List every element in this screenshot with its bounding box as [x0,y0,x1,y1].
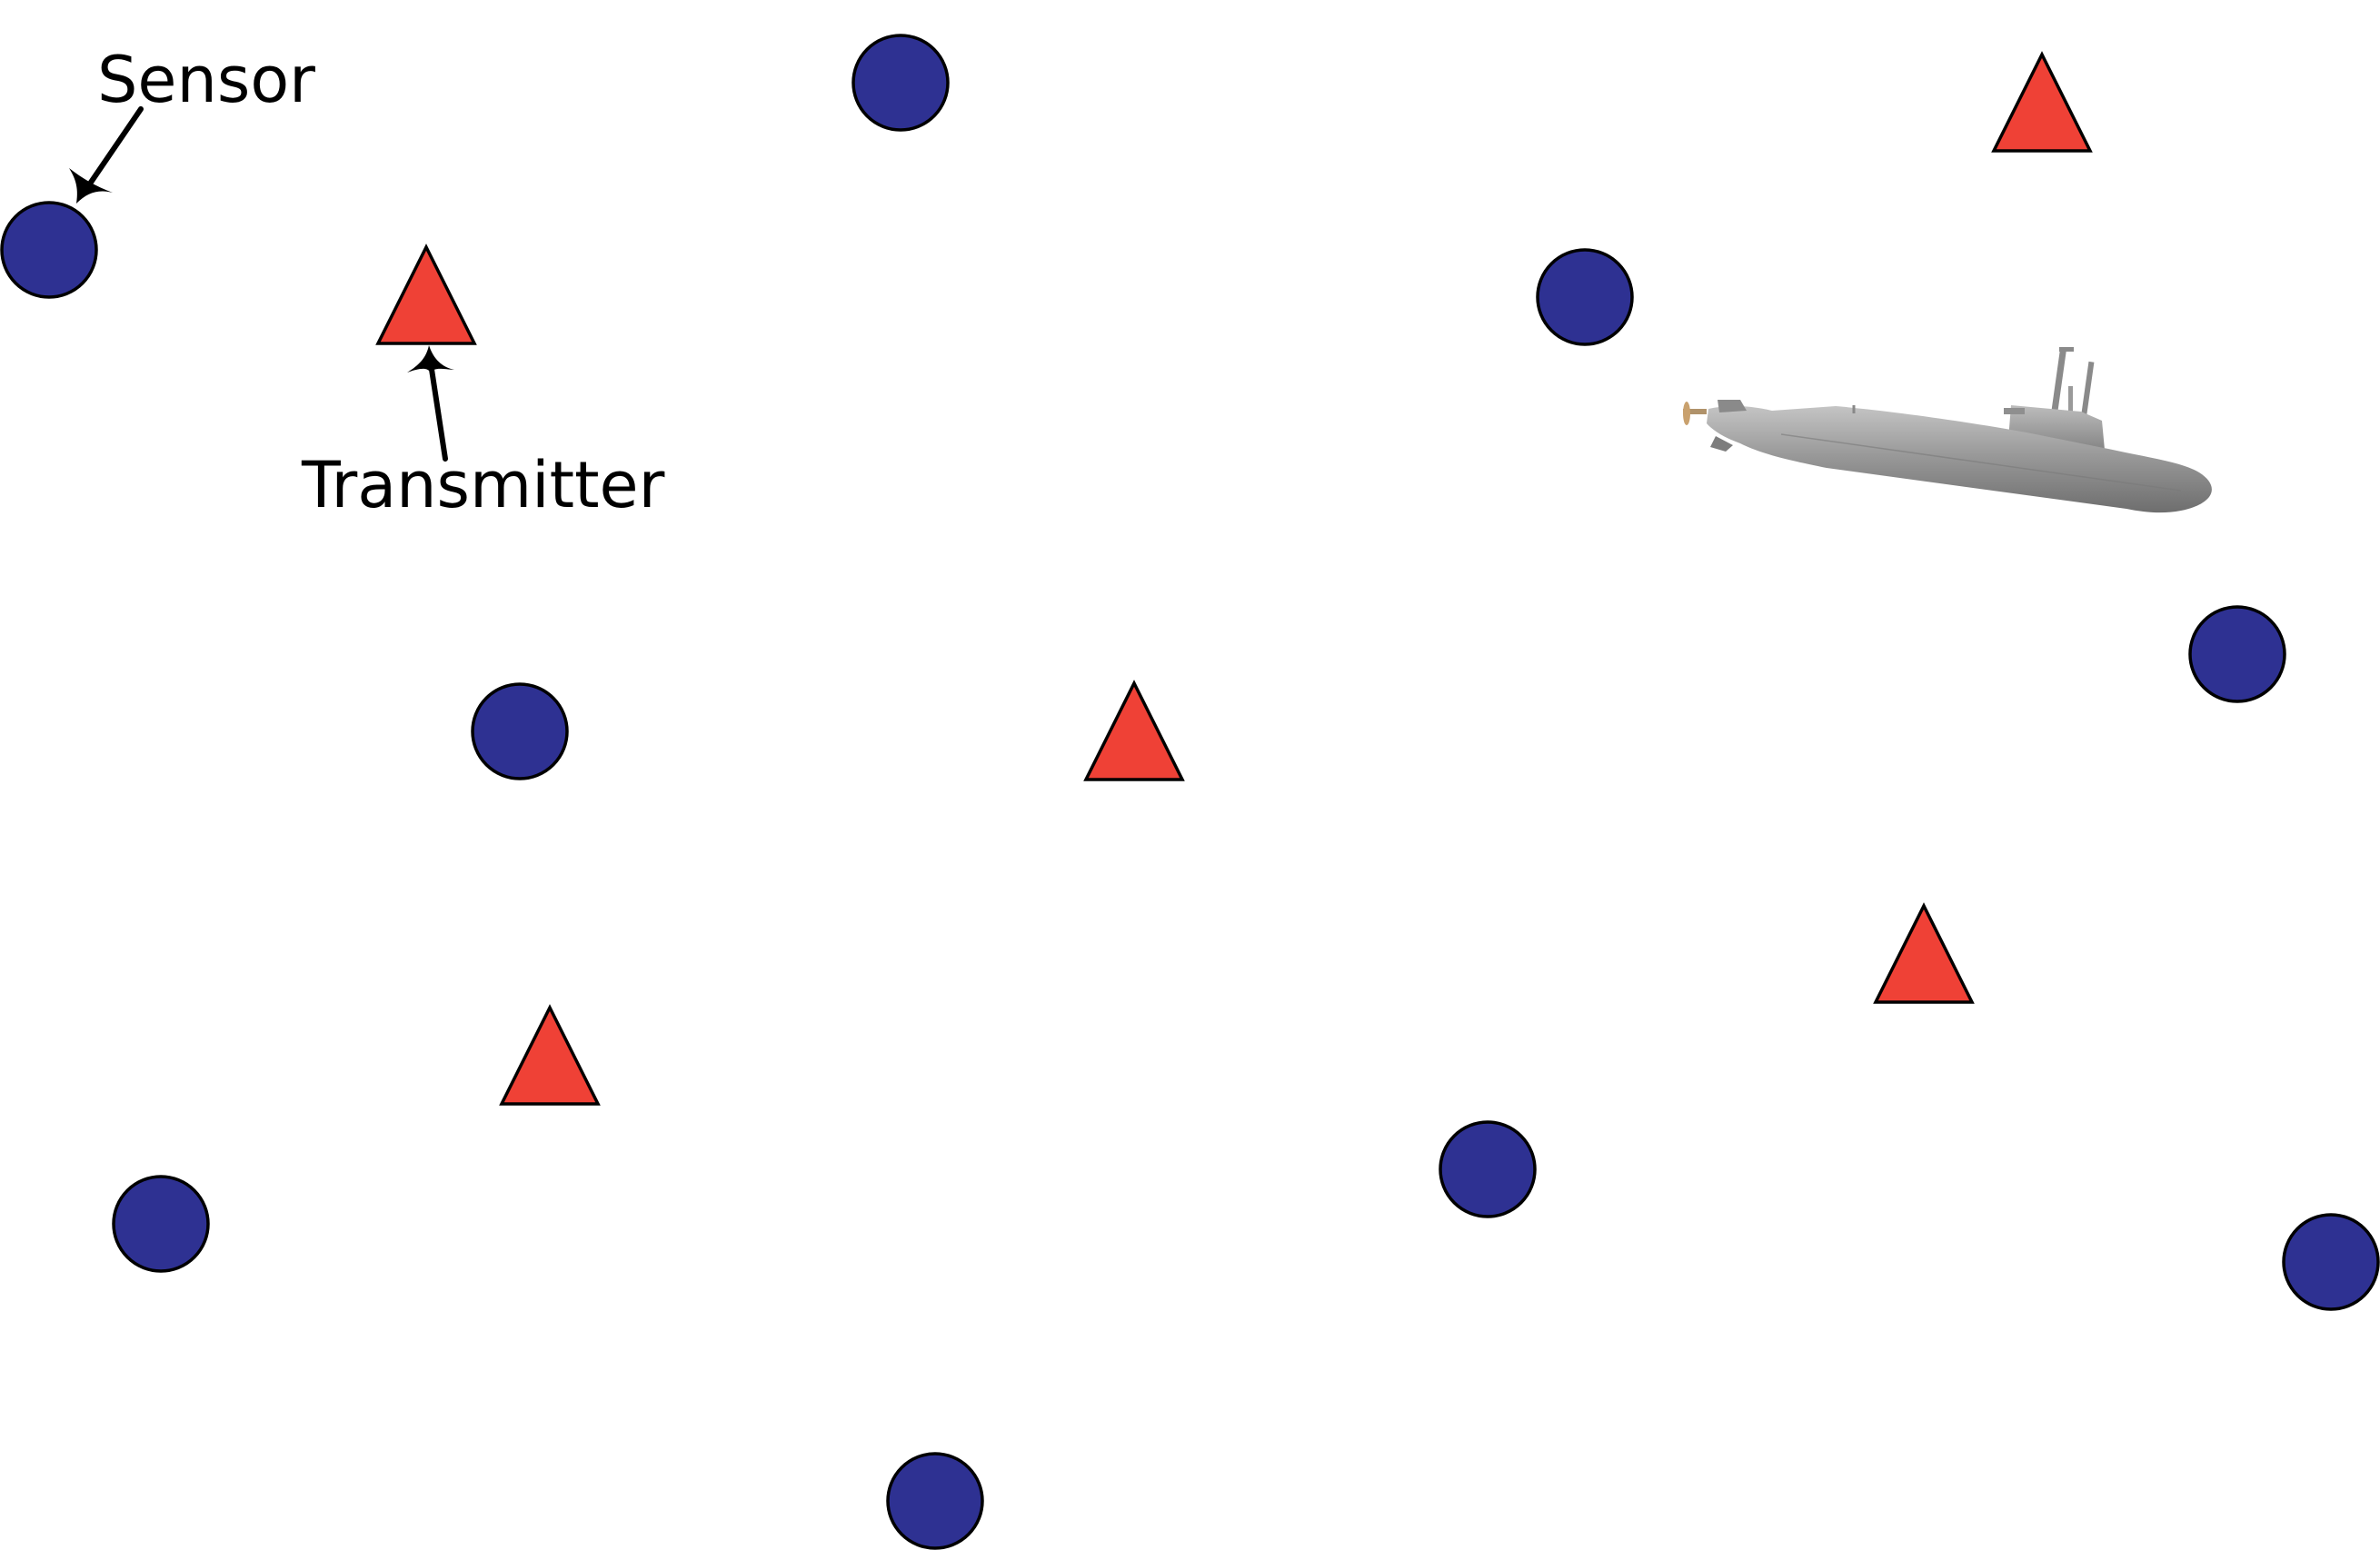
submarine-icon [1683,347,2212,513]
transmitter-icon [1873,902,1975,1004]
sensor-label: Sensor [97,43,315,117]
sensor-icon [851,34,950,132]
transmitter-label: Transmitter [301,448,665,522]
transmitter-icon [375,243,477,345]
transmitter-callout-arrow [407,345,454,462]
sensor-icon [886,1452,984,1550]
transmitter-icon [1991,51,2093,153]
transmitter-icon [1083,680,1185,781]
sensor-icon [2188,605,2286,703]
sensor-icon [1439,1120,1537,1218]
sensors [0,34,2380,1550]
transmitter-icon [499,1004,601,1106]
sensor-icon [0,201,98,299]
sensor-icon [1536,248,1634,346]
sensor-callout-arrow [69,106,144,204]
sensor-icon [471,682,569,780]
transmitters [375,51,2093,1106]
sensor-icon [112,1175,210,1273]
sensor-icon [2282,1213,2380,1311]
